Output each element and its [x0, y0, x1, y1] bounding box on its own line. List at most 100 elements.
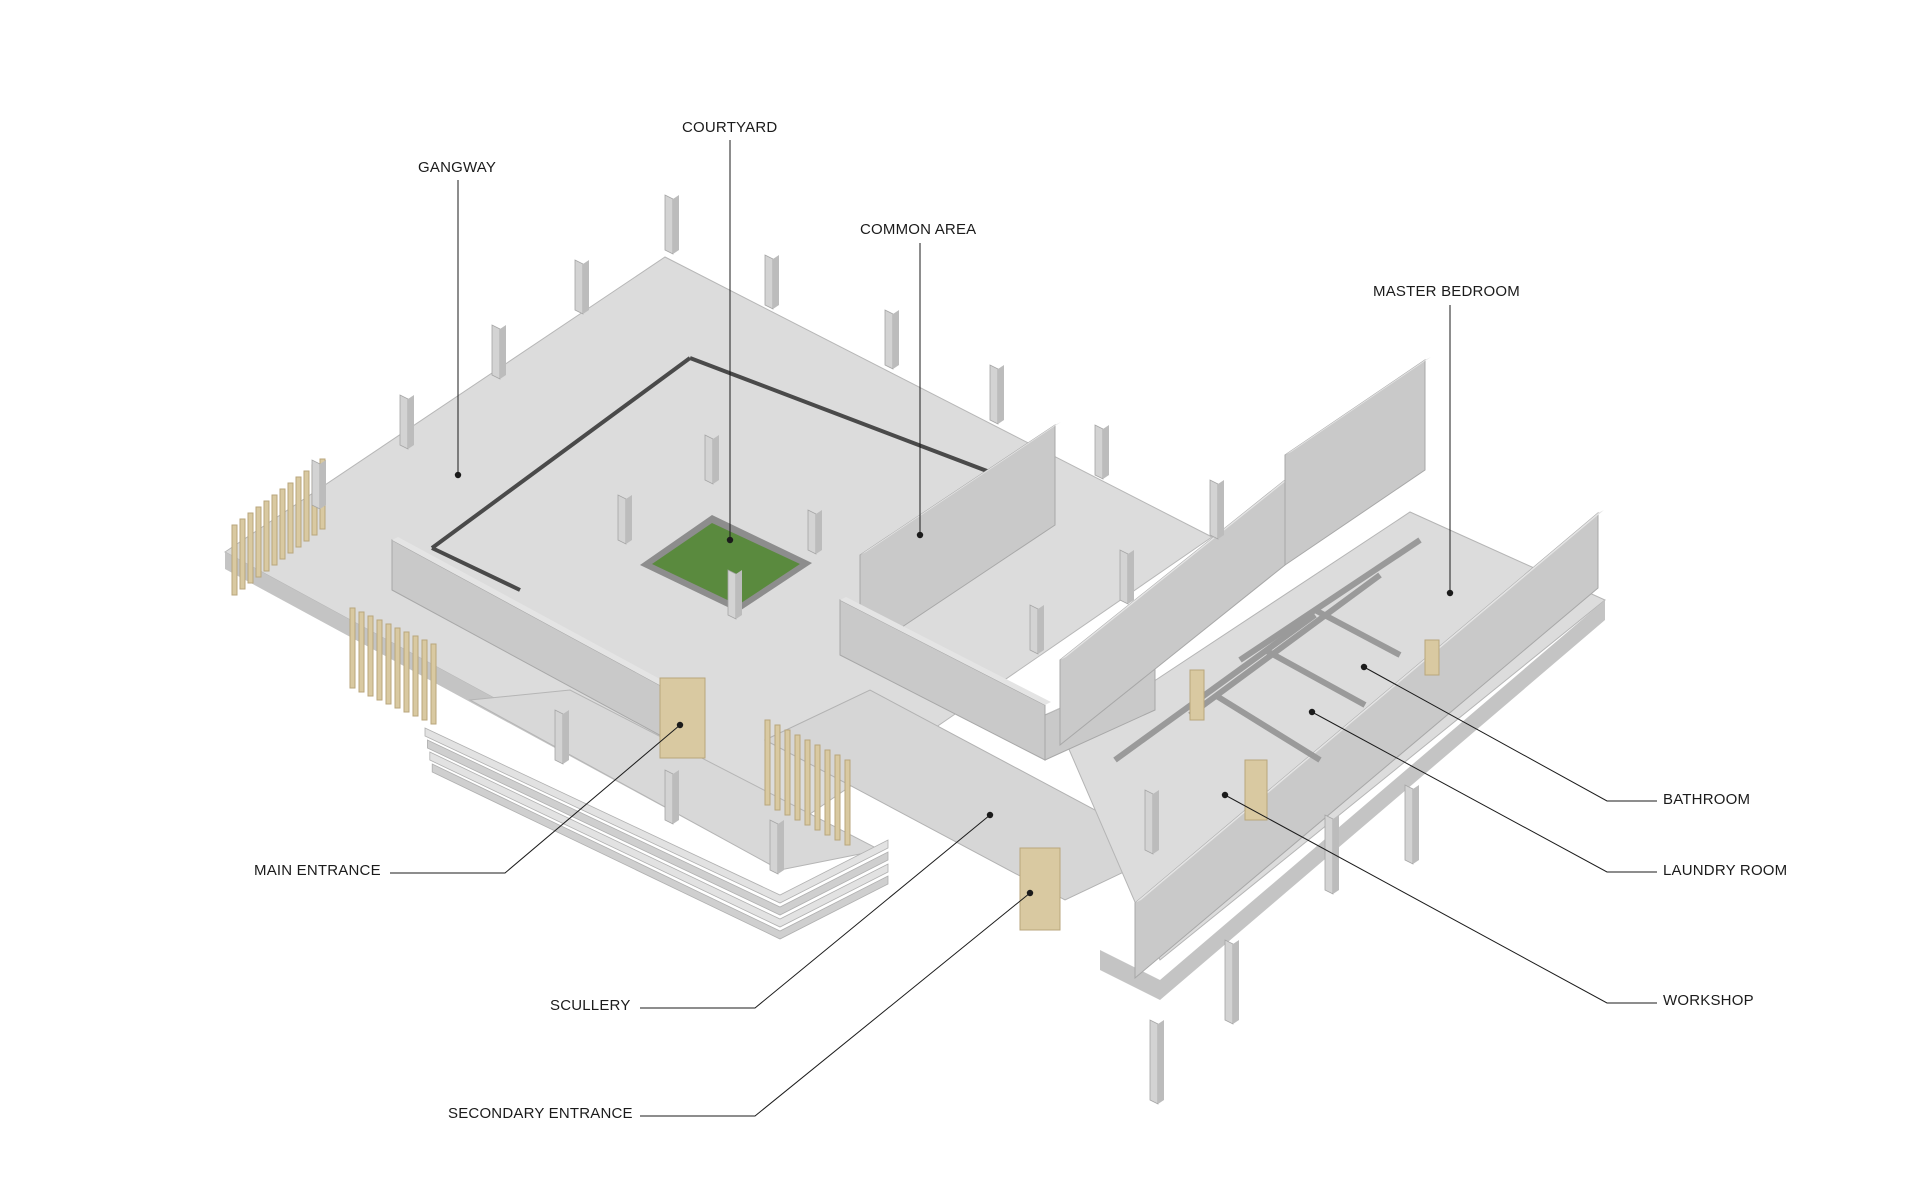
column: [764, 254, 774, 310]
timber-screen-slat: [804, 739, 811, 826]
column: [1404, 784, 1414, 865]
leader-workshop-dot: [1221, 791, 1229, 799]
column: [989, 364, 999, 425]
columns: [311, 194, 1419, 1105]
column: [704, 434, 714, 485]
timber-screen-slat: [271, 494, 278, 566]
entrance-step: [431, 763, 889, 940]
column: [664, 194, 674, 255]
timber-screen-slat: [814, 744, 821, 831]
leader-laundry-room: [1311, 711, 1657, 873]
column: [1218, 480, 1224, 539]
front-wall-west-cap: [392, 537, 671, 688]
column: [769, 819, 779, 875]
column: [1128, 550, 1134, 604]
leader-workshop: [1224, 794, 1657, 1004]
label-common-area: COMMON AREA: [860, 221, 977, 238]
room-partition: [1238, 537, 1422, 663]
timber-screen-slat: [295, 476, 302, 548]
corridor-wall-north-cap: [840, 597, 1051, 705]
column: [713, 435, 719, 484]
timber-screen-slat: [844, 759, 851, 846]
column: [884, 309, 894, 370]
label-gangway: GANGWAY: [418, 159, 497, 176]
label-main-entrance: MAIN ENTRANCE: [254, 862, 381, 879]
service-door: [1244, 759, 1268, 821]
label-laundry-room: LAUNDRY ROOM: [1663, 862, 1788, 879]
column: [311, 459, 321, 510]
leader-gangway-dot: [454, 471, 462, 479]
leader-scullery: [640, 814, 991, 1009]
entrance-step: [429, 751, 889, 928]
column: [617, 494, 627, 545]
column: [893, 310, 899, 369]
column: [554, 709, 564, 765]
column: [673, 770, 679, 824]
leader-main-entrance-dot: [676, 721, 684, 729]
room-partition: [1188, 572, 1382, 718]
column: [408, 395, 414, 449]
column: [1233, 940, 1239, 1024]
leader-lines: [390, 140, 1657, 1117]
timber-screen-slat: [247, 512, 254, 584]
leader-courtyard-dot: [726, 536, 734, 544]
column: [1094, 424, 1104, 480]
column: [320, 460, 326, 509]
service-door: [1424, 639, 1440, 676]
column: [1413, 785, 1419, 864]
timber-screen-slat: [764, 719, 771, 806]
column: [399, 394, 409, 450]
leader-laundry-room-dot: [1308, 708, 1316, 716]
column: [563, 710, 569, 764]
column: [583, 260, 589, 314]
service-wall-west-cap: [1060, 477, 1291, 660]
timber-screen-slat: [349, 607, 356, 689]
column: [1224, 939, 1234, 1025]
room-partition: [1313, 607, 1402, 658]
timber-screen-slat: [263, 500, 270, 572]
floor-slabs: [224, 256, 1606, 1000]
room-partition: [1213, 692, 1322, 763]
column: [1103, 425, 1109, 479]
column: [626, 495, 632, 544]
label-bathroom: BATHROOM: [1663, 791, 1751, 808]
label-scullery: SCULLERY: [550, 997, 631, 1014]
column: [773, 255, 779, 309]
column: [574, 259, 584, 315]
column: [998, 365, 1004, 424]
main-entrance-door: [659, 677, 706, 759]
leader-scullery-dot: [986, 811, 994, 819]
label-courtyard: COURTYARD: [682, 119, 778, 136]
column: [816, 510, 822, 554]
leader-bathroom: [1363, 666, 1657, 802]
timber-screen-slat: [774, 724, 781, 811]
column: [778, 820, 784, 874]
leader-main-entrance: [390, 724, 681, 874]
timber-screen-slat: [403, 631, 410, 713]
timber-screen-slat: [367, 615, 374, 697]
timber-screen-slat: [255, 506, 262, 578]
column: [1324, 814, 1334, 895]
timber-screen-slat: [421, 639, 428, 721]
secondary-entrance-door: [1019, 847, 1061, 931]
timber-screen-slat: [824, 749, 831, 836]
timber-screen-slat: [430, 643, 437, 725]
timber-screen-slat: [394, 627, 401, 709]
column: [1153, 790, 1159, 854]
column: [1158, 1020, 1164, 1104]
courtyard-grass: [652, 523, 800, 605]
walls: [231, 356, 1604, 980]
column: [1333, 815, 1339, 894]
timber-screen-slat: [287, 482, 294, 554]
label-secondary-entrance: SECONDARY ENTRANCE: [448, 1105, 633, 1122]
leader-bathroom-dot: [1360, 663, 1368, 671]
column: [1038, 605, 1044, 654]
timber-screen-slat: [784, 729, 791, 816]
column: [807, 509, 817, 555]
column: [664, 769, 674, 825]
column: [491, 324, 501, 380]
leader-master-bedroom-dot: [1446, 589, 1454, 597]
timber-screen-slat: [358, 611, 365, 693]
service-door: [1189, 669, 1205, 721]
